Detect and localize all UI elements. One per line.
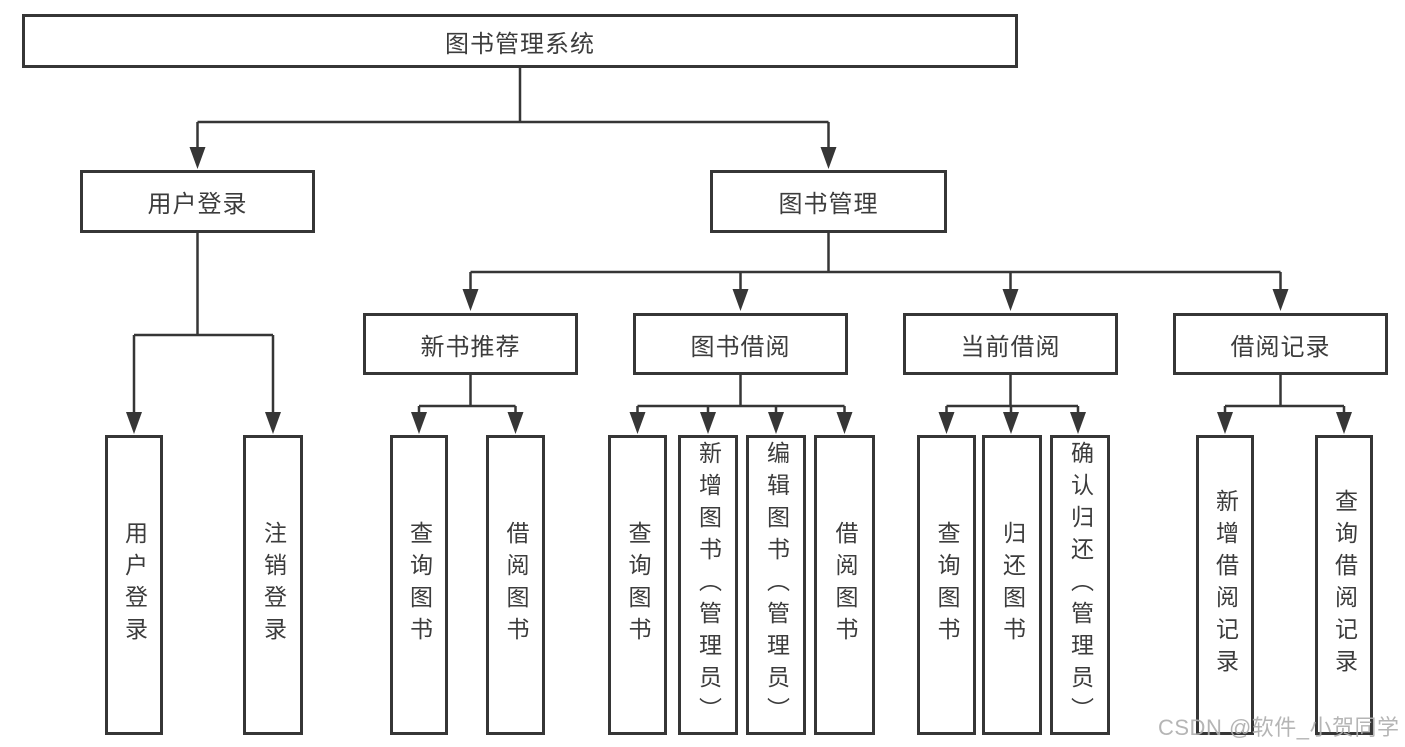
arrow-down-icon (462, 289, 479, 311)
node-label: 新书推荐 (420, 333, 521, 361)
node-label: 查询图书 (934, 521, 960, 649)
node-label: 查询图书 (625, 521, 651, 649)
node-label: 新增图书（管理员） (695, 441, 722, 729)
leaf-edit-book-admin: 编辑图书（管理员） (746, 435, 806, 735)
leaf-query-book-2: 查询图书 (608, 435, 667, 735)
connector-borrow-to-leaves (636, 375, 846, 414)
node-label: 确认归还（管理员） (1067, 441, 1094, 729)
connector-login-to-leaves (132, 233, 275, 414)
leaf-query-book-3: 查询图书 (917, 435, 976, 735)
arrow-down-icon (938, 412, 955, 434)
node-label: 注销登录 (260, 521, 287, 649)
node-label: 查询图书 (406, 521, 433, 649)
arrow-down-icon (265, 412, 281, 434)
leaf-add-borrow-record: 新增借阅记录 (1196, 435, 1254, 735)
leaf-return-book: 归还图书 (982, 435, 1042, 735)
node-current-borrow: 当前借阅 (903, 313, 1118, 375)
arrow-down-icon (836, 412, 853, 434)
node-root-system: 图书管理系统 (22, 14, 1018, 68)
node-user-login: 用户登录 (80, 170, 315, 233)
arrow-down-icon (507, 412, 524, 434)
connector-root-to-level2 (196, 68, 830, 150)
leaf-query-book-1: 查询图书 (390, 435, 448, 735)
arrow-down-icon (1272, 289, 1289, 311)
node-label: 借阅记录 (1230, 333, 1331, 361)
arrow-down-icon (1070, 412, 1086, 434)
connector-newbook-to-leaves (417, 375, 517, 414)
csdn-watermark: CSDN @软件_小贺同学 (1158, 715, 1400, 740)
arrow-down-icon (732, 289, 749, 311)
connector-current-to-leaves (945, 375, 1080, 414)
node-book-borrow: 图书借阅 (633, 313, 848, 375)
leaf-borrow-book-2: 借阅图书 (814, 435, 875, 735)
node-new-book-recommend: 新书推荐 (363, 313, 578, 375)
node-label: 编辑图书（管理员） (763, 441, 790, 729)
arrow-down-icon (1002, 289, 1019, 311)
connector-records-to-leaves (1223, 375, 1346, 414)
arrow-down-icon (189, 147, 206, 169)
leaf-add-book-admin: 新增图书（管理员） (678, 435, 738, 735)
node-label: 用户登录 (121, 521, 148, 649)
leaf-query-borrow-record: 查询借阅记录 (1315, 435, 1373, 735)
arrow-down-icon (1003, 412, 1019, 434)
arrow-down-icon (700, 412, 716, 434)
arrowheads (126, 147, 1352, 434)
leaf-user-login: 用户登录 (105, 435, 163, 735)
arrow-down-icon (411, 412, 427, 434)
connector-mgmt-to-level3 (469, 233, 1282, 292)
arrow-down-icon (820, 147, 837, 169)
node-label: 当前借阅 (960, 333, 1061, 361)
node-label: 借阅图书 (503, 521, 529, 649)
leaf-logout: 注销登录 (243, 435, 303, 735)
leaf-confirm-return-admin: 确认归还（管理员） (1050, 435, 1110, 735)
node-label: 查询借阅记录 (1331, 489, 1358, 681)
node-label: 图书管理 (778, 191, 879, 218)
leaf-borrow-book-1: 借阅图书 (486, 435, 545, 735)
arrow-down-icon (1217, 412, 1233, 434)
node-label: 图书借阅 (690, 333, 791, 361)
node-book-management: 图书管理 (710, 170, 947, 233)
node-label: 用户登录 (147, 191, 248, 218)
node-label: 归还图书 (999, 521, 1026, 649)
arrow-down-icon (629, 412, 646, 434)
arrow-down-icon (126, 412, 142, 434)
arrow-down-icon (1336, 412, 1352, 434)
node-label: 借阅图书 (832, 521, 858, 649)
arrow-down-icon (768, 412, 784, 434)
node-borrow-records: 借阅记录 (1173, 313, 1388, 375)
node-label: 图书管理系统 (445, 30, 595, 58)
node-label: 新增借阅记录 (1212, 489, 1239, 681)
